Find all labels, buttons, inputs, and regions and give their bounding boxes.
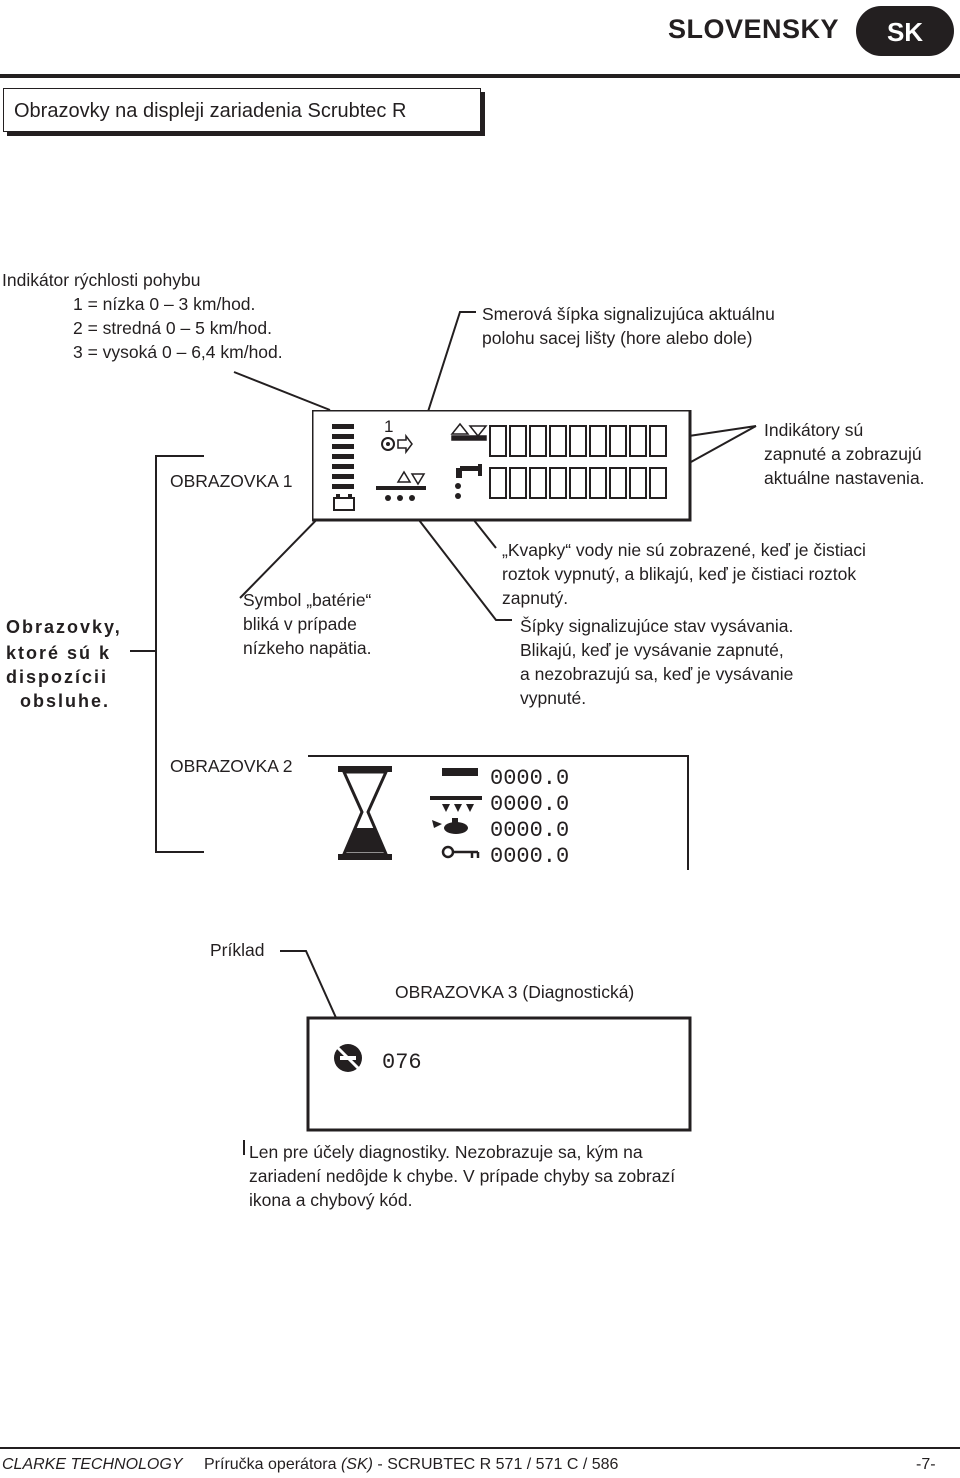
- counter-service-hours: 0000.0: [490, 818, 569, 843]
- screens-bracket-line: [155, 455, 204, 853]
- indicator-row-1: [489, 425, 667, 457]
- battery-icon: [333, 494, 355, 511]
- speed-line-3: 3 = vysoká 0 – 6,4 km/hod.: [73, 342, 283, 362]
- speed-indicator-title: Indikátor rýchlosti pohybu: [2, 270, 201, 290]
- error-code: 076: [382, 1050, 422, 1075]
- brush-hours-icon: [442, 768, 478, 776]
- battery-note-line-3: nízkeho napätia.: [243, 638, 372, 658]
- screen1-display: 1: [312, 410, 692, 522]
- connector-lines: [130, 311, 757, 1155]
- counter-brush-hours: 0000.0: [490, 766, 569, 791]
- screen3-display: 076: [306, 1016, 692, 1132]
- footer-page-number: -7-: [916, 1456, 936, 1473]
- side-note-line-4: obsluhe.: [20, 691, 111, 711]
- speed-digit: 1: [384, 417, 393, 436]
- side-note-line-2: ktoré sú k: [6, 643, 112, 663]
- diagnostic-note-line-3: ikona a chybový kód.: [249, 1190, 413, 1210]
- speed-bargraph: [332, 424, 354, 489]
- example-label: Príklad: [210, 940, 265, 960]
- screen2-display: 0000.0 0000.0 0000.0 0000.0: [308, 755, 689, 870]
- screen1-label: OBRAZOVKA 1: [170, 471, 293, 491]
- vacuum-arrows-icon: [450, 422, 488, 441]
- indicators-note-line-1: Indikátory sú: [764, 420, 864, 440]
- counter-key-hours: 0000.0: [490, 844, 569, 869]
- counter-deck-hours: 0000.0: [490, 792, 569, 817]
- oil-can-icon: [432, 818, 468, 834]
- hourglass-icon: [338, 766, 392, 860]
- arrow-note-line-2: polohu sacej lišty (hore alebo dole): [482, 328, 753, 348]
- footer-rule: [0, 1447, 960, 1449]
- side-note-line-1: Obrazovky,: [6, 617, 122, 637]
- indicators-note-line-3: aktuálne nastavenia.: [764, 468, 925, 488]
- drops-note-line-1: „Kvapky“ vody nie sú zobrazené, keď je č…: [502, 540, 866, 560]
- error-icon: [334, 1044, 362, 1072]
- screen3-label: OBRAZOVKA 3 (Diagnostická): [395, 982, 635, 1002]
- vacuum-note-line-4: vypnuté.: [520, 688, 587, 708]
- speed-pointer-line: [233, 371, 331, 411]
- side-note-line-3: dispozícii: [6, 667, 109, 687]
- battery-note-line-2: bliká v prípade: [243, 614, 357, 634]
- vacuum-note-line-2: Blikajú, keď je vysávanie zapnuté,: [520, 640, 784, 660]
- arrow-note-line-1: Smerová šípka signalizujúca aktuálnu: [482, 304, 775, 324]
- speed-line-2: 2 = stredná 0 – 5 km/hod.: [73, 318, 272, 338]
- diagnostic-note-line-2: zariadení nedôjde k chybe. V prípade chy…: [249, 1166, 676, 1186]
- example-pointer-line: [280, 950, 347, 1041]
- screen2-label: OBRAZOVKA 2: [170, 756, 293, 776]
- vacuum-note-line-1: Šípky signalizujúce stav vysávania.: [520, 616, 794, 636]
- key-icon: [441, 845, 480, 859]
- brush-deck-icon: [376, 486, 426, 501]
- language-label: SLOVENSKY: [668, 14, 840, 44]
- header-rule: [0, 74, 960, 78]
- drops-note-line-2: roztok vypnutý, a blikajú, keď je čistia…: [502, 564, 857, 584]
- indicator-row-2: [489, 467, 667, 499]
- solution-faucet-icon: [455, 464, 482, 499]
- footer-manual: Príručka operátora (SK) - SCRUBTEC R 571…: [204, 1456, 619, 1473]
- section-title: Obrazovky na displeji zariadenia Scrubte…: [3, 88, 481, 132]
- battery-note-line-1: Symbol „batérie“: [243, 590, 372, 610]
- vacuum-note-line-3: a nezobrazujú sa, keď je vysávanie: [520, 664, 794, 684]
- vacuum-pointer-line: [401, 497, 512, 621]
- footer-company: CLARKE TECHNOLOGY: [2, 1456, 183, 1473]
- squeegee-arrows-icon: [396, 470, 426, 486]
- language-badge: SK: [856, 6, 954, 56]
- speed-line-1: 1 = nízka 0 – 3 km/hod.: [73, 294, 256, 314]
- diagnostic-note-line-1: Len pre účely diagnostiky. Nezobrazuje s…: [249, 1142, 643, 1162]
- speed-target-icon: [381, 433, 413, 455]
- deck-hours-icon: [430, 796, 482, 812]
- indicators-note-line-2: zapnuté a zobrazujú: [764, 444, 922, 464]
- drops-note-line-3: zapnutý.: [502, 588, 569, 608]
